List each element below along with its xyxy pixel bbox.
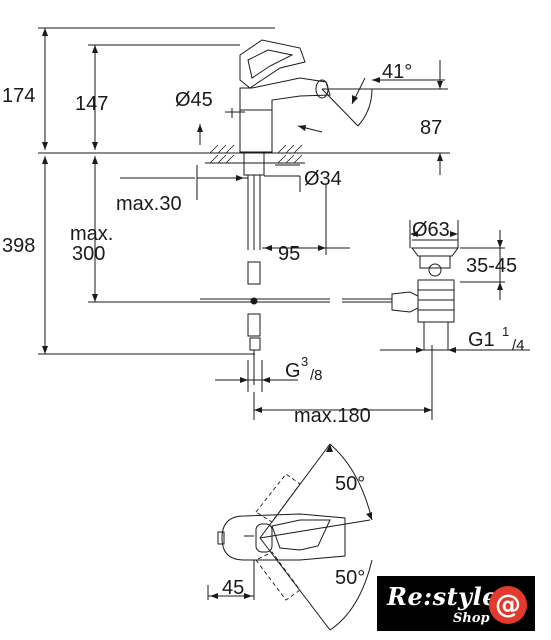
dim-angle50-bottom: 50°	[335, 567, 365, 589]
plan-lever	[221, 513, 346, 561]
dim-dia34: Ø34	[304, 168, 342, 190]
dim-g1-den: /4	[512, 337, 525, 354]
dim-angle41: 41°	[382, 61, 412, 83]
dim-max180: max.180	[294, 405, 371, 427]
dim-max-label: max.	[70, 223, 113, 245]
dim-g1-num: 1	[502, 324, 509, 339]
dim-87: 87	[420, 117, 442, 139]
dim-dia45: Ø45	[175, 89, 213, 111]
mounting-shank	[243, 152, 265, 176]
dim-174: 174	[2, 85, 35, 107]
dim-g38-den: /8	[310, 367, 323, 384]
logo-title: Re:style	[387, 582, 499, 611]
faucet-body	[239, 77, 331, 153]
dim-g38-num: 3	[301, 354, 308, 369]
dim-300: 300	[72, 243, 105, 265]
drain-body	[417, 279, 455, 323]
shop-logo: Re:style Shop @	[377, 576, 535, 631]
dim-angle50-top: 50°	[335, 473, 365, 495]
dim-147: 147	[75, 93, 108, 115]
at-icon: @	[489, 586, 527, 624]
dim-35-45: 35-45	[466, 255, 517, 277]
dim-g38: G	[285, 360, 301, 382]
logo-subtitle: Shop	[453, 611, 490, 626]
faucet-lever	[239, 39, 306, 89]
dim-45: 45	[222, 577, 244, 599]
dim-95: 95	[278, 243, 300, 265]
dim-max30: max.30	[116, 193, 182, 215]
dim-dia63: Ø63	[412, 219, 450, 241]
dim-g1: G1	[468, 329, 495, 351]
drain-flange	[411, 247, 459, 257]
dim-398: 398	[2, 235, 35, 257]
